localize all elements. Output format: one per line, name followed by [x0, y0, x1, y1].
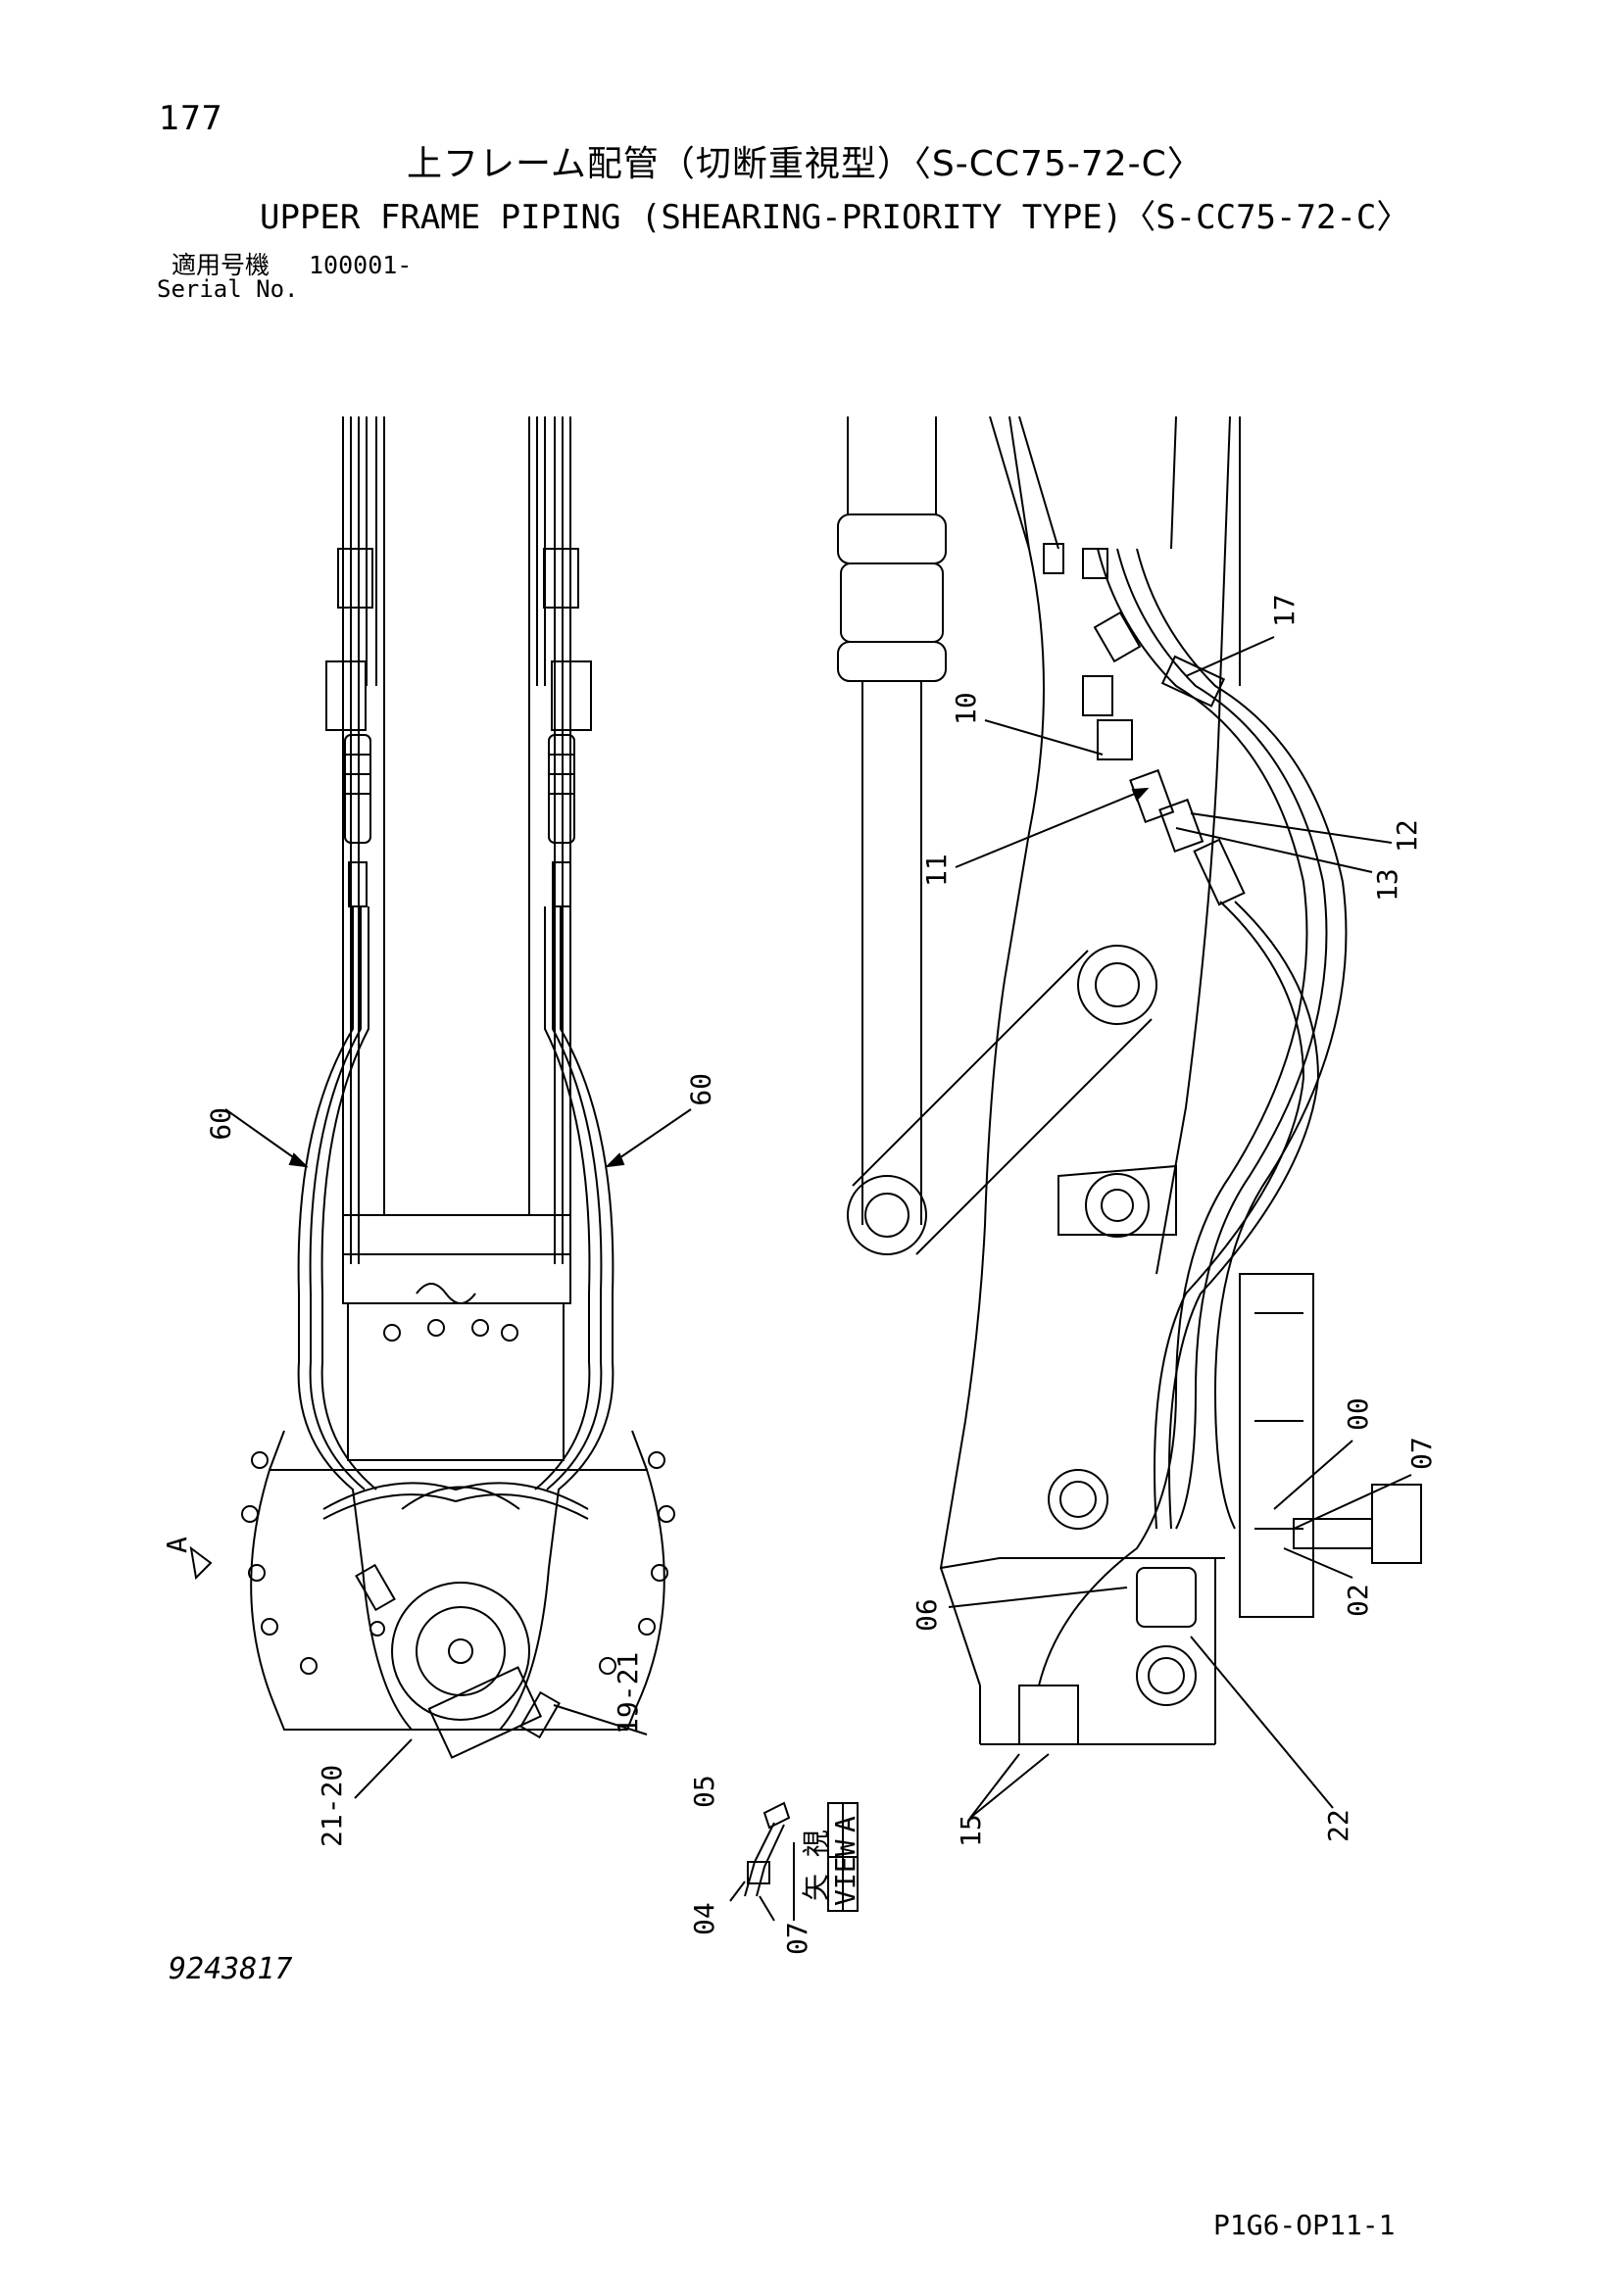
callout-17: 17: [1268, 594, 1301, 627]
callout-00: 00: [1342, 1397, 1374, 1431]
callout-13: 13: [1371, 868, 1403, 902]
serial-label-japanese: 適用号機: [172, 251, 270, 279]
view-label-en: VIEW: [829, 1839, 861, 1906]
drawing-number: 9243817: [169, 1952, 293, 1986]
callout-09-right: 09: [684, 1073, 716, 1106]
callout-07-detail: 07: [781, 1922, 813, 1955]
page-number: 177: [159, 99, 222, 138]
title-english: UPPER FRAME PIPING (SHEARING-PRIORITY TY…: [260, 198, 1410, 237]
callout-06: 06: [910, 1598, 943, 1632]
callout-12: 12: [1391, 819, 1423, 853]
callout-11: 11: [920, 854, 953, 887]
view-label-jp: 矢 視: [800, 1830, 832, 1901]
callout-02: 02: [1342, 1584, 1374, 1617]
callout-10: 10: [950, 692, 982, 725]
right-view-frame: [837, 415, 1422, 1819]
serial-label-english: Serial No.: [157, 275, 299, 303]
callout-09-left: 09: [204, 1107, 236, 1141]
callout-04: 04: [688, 1902, 720, 1935]
callout-labels: 09 09 19-21 21-20 17 10 11 12 13 00 07 0…: [161, 594, 1438, 1955]
view-label-letter: A: [829, 1816, 861, 1832]
callout-15: 15: [955, 1814, 987, 1847]
callout-21-20: 21-20: [316, 1765, 348, 1847]
serial-value: 100001-: [309, 251, 413, 279]
page-code: P1G6-OP11-1: [1213, 2209, 1396, 2241]
callout-22: 22: [1322, 1809, 1354, 1842]
callout-07: 07: [1405, 1437, 1438, 1470]
callout-19-21: 19-21: [612, 1652, 644, 1734]
view-arrow-letter: A: [161, 1537, 193, 1553]
detail-view-a: [729, 1801, 859, 1922]
callout-05: 05: [688, 1775, 720, 1808]
left-view-frame: [189, 416, 692, 1799]
title-japanese: 上フレーム配管（切断重視型）〈S-CC75-72-C〉: [407, 144, 1204, 184]
